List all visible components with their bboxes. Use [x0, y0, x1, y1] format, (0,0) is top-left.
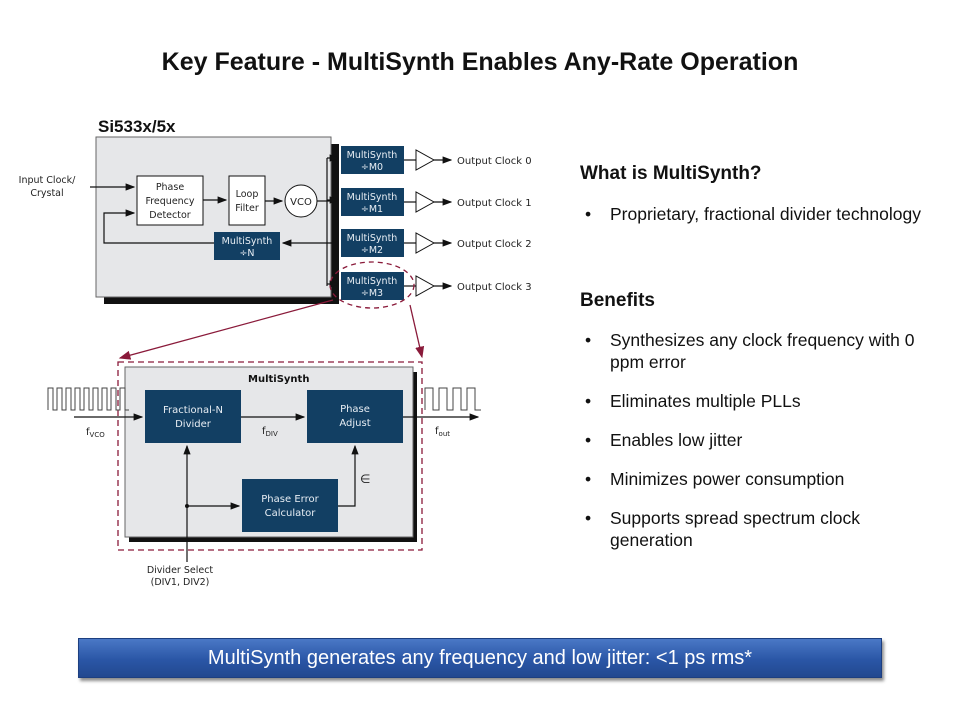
phase-adjust-label: Phase: [340, 404, 370, 415]
loop-filter: [228, 175, 266, 226]
ms-label: MultiSynth: [347, 192, 398, 203]
slide-title: Key Feature - MultiSynth Enables Any-Rat…: [161, 48, 799, 76]
phase-error-calculator: [242, 479, 338, 532]
ms-label: MultiSynth: [347, 233, 398, 244]
output-clock-label: Output Clock 0: [457, 156, 532, 167]
what-is-bullets: Proprietary, fractional divider technolo…: [585, 203, 935, 242]
zoom-dashed-box: [117, 361, 423, 551]
buffer-icon: [415, 149, 436, 171]
frac-label: Fractional-N: [163, 405, 223, 416]
output-waveform: [424, 387, 481, 411]
ms-label: ÷M1: [361, 204, 383, 215]
divider-select-label: (DIV1, DIV2): [151, 577, 210, 588]
multisynth-m0-block: [341, 146, 404, 174]
multisynth-m2-block: [341, 229, 404, 257]
heading-what-is: What is MultiSynth?: [580, 163, 762, 184]
ms-n-label: MultiSynth: [222, 236, 273, 247]
divider-select-label: Divider Select: [147, 565, 214, 576]
fractional-n-divider: [145, 390, 241, 443]
bullet-item: Eliminates multiple PLLs: [585, 390, 935, 412]
bullet-item: Synthesizes any clock frequency with 0 p…: [585, 329, 935, 373]
benefits-bullets: Synthesizes any clock frequency with 0 p…: [585, 329, 935, 568]
pfd-label: Detector: [149, 210, 190, 221]
input-label-2: Crystal: [30, 188, 63, 199]
ms-n-label: ÷N: [239, 248, 254, 259]
pec-label: Phase Error: [261, 494, 319, 505]
buffer-icon: [415, 191, 436, 213]
highlight-ellipse: [329, 261, 415, 309]
fvco-label: fVCO: [86, 427, 105, 439]
multisynth-n-block: [214, 232, 280, 260]
block-diagram: Input Clock/ Crystal Phase Frequency Det…: [19, 136, 532, 588]
ms-label: MultiSynth: [347, 150, 398, 161]
summary-banner: MultiSynth generates any frequency and l…: [78, 638, 882, 678]
vco-label: VCO: [290, 197, 312, 208]
ms-label: ÷M3: [361, 288, 383, 299]
output-clock-label: Output Clock 1: [457, 198, 532, 209]
output-clock-label: Output Clock 2: [457, 239, 532, 250]
ms-label: ÷M0: [361, 162, 383, 173]
phase-adjust: [307, 390, 403, 443]
loop-filter-label: Loop: [236, 189, 259, 200]
fout-label: fout: [435, 426, 450, 438]
buffer-icon: [415, 275, 436, 297]
bullet-item: Proprietary, fractional divider technolo…: [585, 203, 935, 225]
phase-frequency-detector: [136, 175, 204, 226]
bullet-item: Supports spread spectrum clock generatio…: [585, 507, 935, 551]
heading-benefits: Benefits: [580, 290, 655, 311]
output-clock-label: Output Clock 3: [457, 282, 532, 293]
epsilon-label: ∈: [360, 472, 370, 486]
chip-label: Si533x/5x: [98, 117, 176, 136]
multisynth-m1-block: [341, 188, 404, 216]
pfd-label: Frequency: [145, 196, 194, 207]
pfd-label: Phase: [156, 182, 185, 193]
bullet-item: Enables low jitter: [585, 429, 935, 451]
bullet-item: Minimizes power consumption: [585, 468, 935, 490]
chip-box: [95, 136, 332, 298]
multisynth-m3-block: [341, 272, 404, 300]
loop-filter-label: Filter: [235, 203, 259, 214]
input-waveform: [47, 387, 129, 411]
ms-label: MultiSynth: [347, 276, 398, 287]
pec-label: Calculator: [265, 508, 317, 519]
phase-adjust-label: Adjust: [339, 418, 370, 429]
input-label-1: Input Clock/: [19, 175, 76, 186]
ms-label: ÷M2: [361, 245, 383, 256]
fdiv-label: fDIV: [262, 426, 278, 438]
buffer-icon: [415, 232, 436, 254]
frac-label: Divider: [175, 419, 212, 430]
multisynth-title: MultiSynth: [248, 374, 309, 385]
